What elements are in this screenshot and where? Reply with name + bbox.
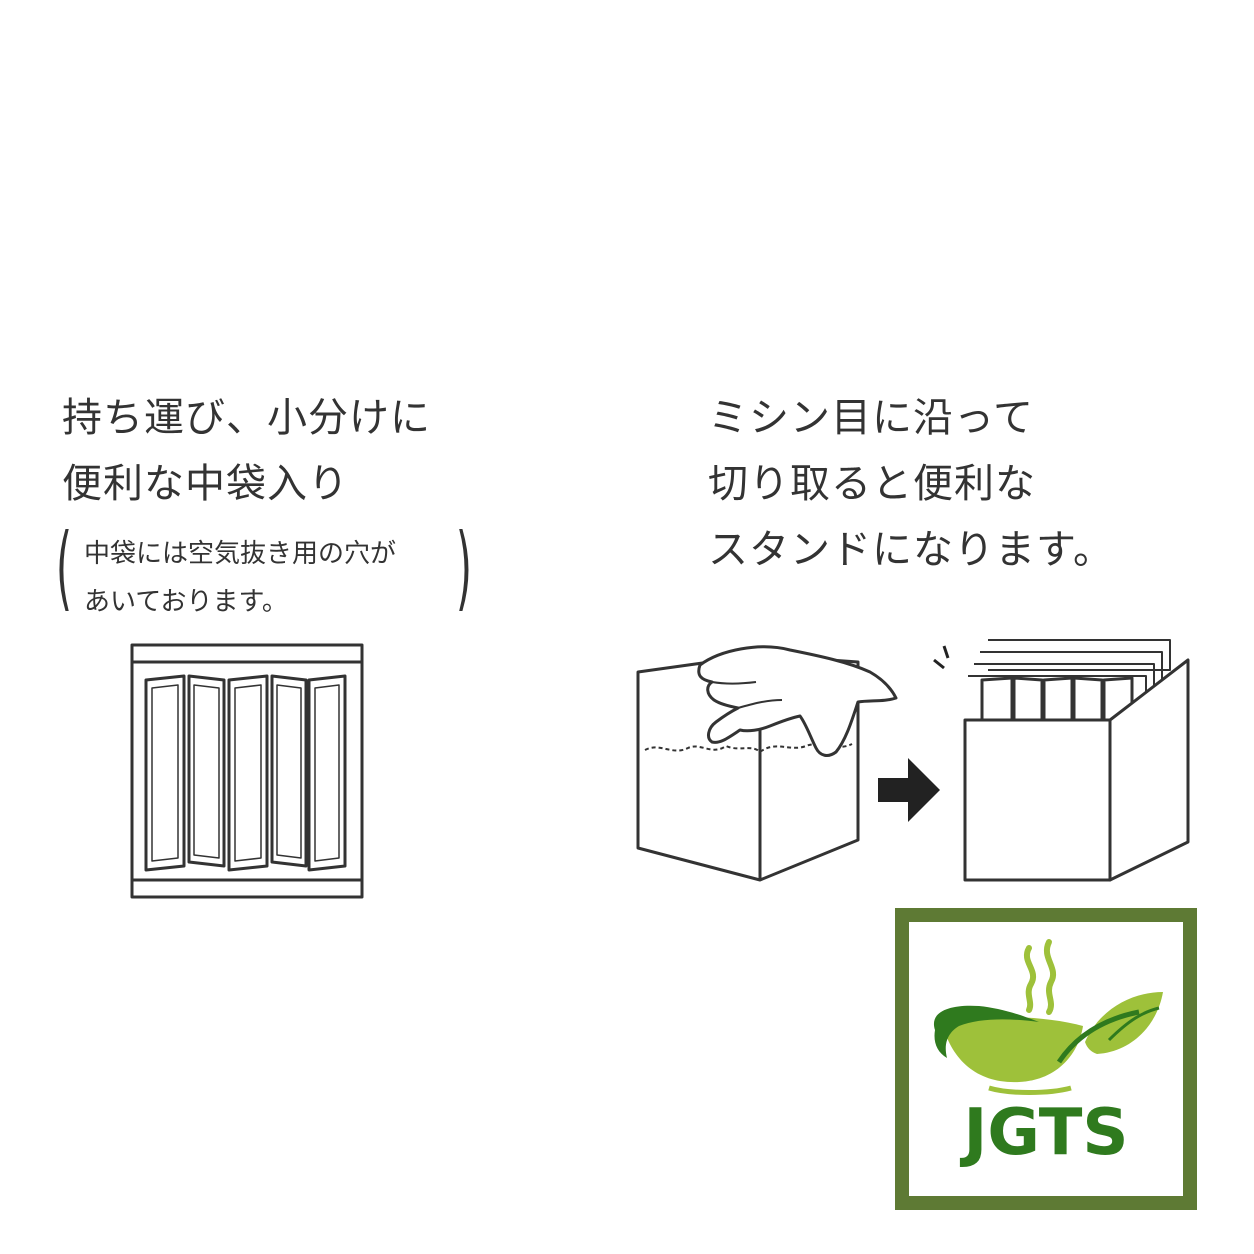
- right-heading-line-1: ミシン目に沿って: [708, 395, 1034, 441]
- right-heading-line-2: 切り取ると便利な: [708, 461, 1036, 507]
- arrow-right-icon: [878, 758, 940, 822]
- left-note: 中袋には空気抜き用の穴が あいております。: [84, 541, 396, 637]
- left-note-line-1: 中袋には空気抜き用の穴が: [84, 539, 397, 569]
- cup-icon: [933, 1005, 1083, 1095]
- jgts-logo: JGTS: [895, 908, 1197, 1210]
- logo-text: JGTS: [960, 1096, 1129, 1170]
- left-heading-line-2: 便利な中袋入り: [62, 461, 349, 507]
- box-stand-illustration: [963, 639, 1190, 882]
- hand-tearing-box-illustration: [636, 645, 898, 882]
- inner-bag-illustration: [130, 643, 364, 899]
- right-heading-line-3: スタンドになります。: [708, 527, 1114, 573]
- logo-graphic: JGTS: [933, 939, 1163, 1170]
- motion-marks: [933, 645, 950, 670]
- right-heading: ミシン目に沿って 切り取ると便利な スタンドになります。: [708, 398, 1114, 596]
- leaf-icon: [1056, 992, 1163, 1064]
- left-heading: 持ち運び、小分けに 便利な中袋入り: [62, 398, 431, 530]
- left-heading-line-1: 持ち運び、小分けに: [62, 395, 431, 441]
- steam-icon: [1024, 939, 1056, 1015]
- left-note-line-2: あいております。: [84, 587, 288, 617]
- note-open-paren: (: [55, 514, 73, 621]
- note-close-paren: ): [455, 514, 473, 621]
